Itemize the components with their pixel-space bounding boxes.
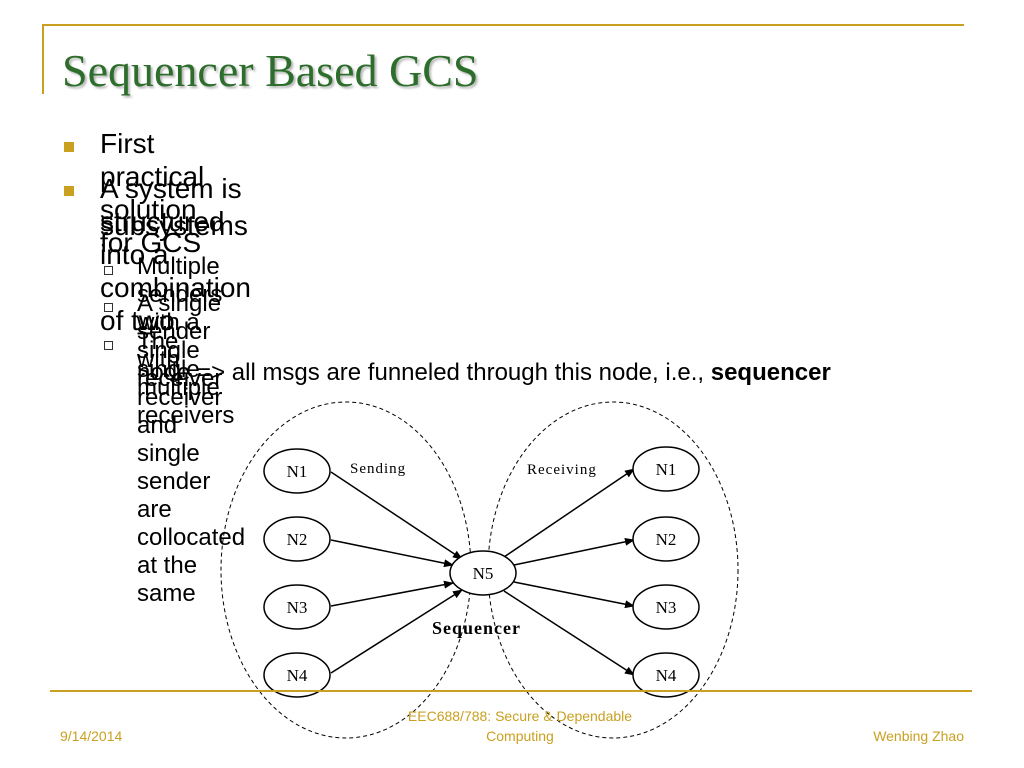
sub-bullet-2: A single sender with multiple receivers	[137, 290, 235, 429]
sender-node-n1-label: N1	[287, 462, 308, 481]
frame-left-rule	[42, 24, 44, 94]
footer-course-line-1: EEC688/788: Secure & Dependable	[407, 708, 633, 724]
bullet-2-line-2: subsystems	[100, 210, 248, 241]
footer-course-line-2: Computing	[486, 728, 554, 744]
footer-date: 9/14/2014	[60, 728, 123, 744]
receiver-node-n3: N3	[632, 584, 700, 630]
sequencer-node-label: N5	[473, 564, 494, 583]
sequencer-node-n5: N5	[449, 550, 517, 596]
edge-n5-to-r4	[503, 590, 635, 676]
edge-n5-to-r3	[513, 581, 635, 609]
sender-node-n4-label: N4	[287, 666, 308, 685]
receiving-label: Receiving	[527, 462, 597, 478]
sequencer-emphasis: sequencer	[710, 359, 831, 386]
edge-n3-to-n5	[330, 580, 454, 607]
bullet-1: First practical solution for GCS	[100, 128, 205, 258]
receiver-node-n2-label: N2	[656, 530, 677, 549]
receiver-node-n1-label: N1	[656, 460, 677, 479]
receiver-node-n3-label: N3	[656, 598, 677, 617]
sub-bullet-3-line-1: The single receiver and single sender ar…	[137, 328, 246, 607]
sender-node-n2-label: N2	[287, 530, 308, 549]
receiving-group-ellipse	[487, 401, 739, 739]
sub-bullet-marker	[104, 266, 113, 275]
sender-node-n3-label: N3	[287, 598, 308, 617]
bullet-marker	[64, 142, 74, 152]
edge-n2-to-n5	[330, 539, 454, 568]
sub-bullet-3-line-2: node => all msgs are funneled through th…	[137, 359, 831, 387]
edge-n4-to-n5	[330, 589, 463, 674]
sub-bullet-marker	[104, 341, 113, 350]
receiver-node-n2: N2	[632, 516, 700, 562]
footer-course: EEC688/788: Secure & Dependable Computin…	[340, 706, 700, 746]
receiver-node-n1: N1	[632, 446, 700, 492]
edge-n1-to-n5	[330, 471, 463, 560]
sending-label: Sending	[350, 461, 406, 477]
sending-group-ellipse	[220, 401, 472, 739]
sender-node-n1: N1	[263, 448, 331, 494]
bullet-marker	[64, 186, 74, 196]
footer-rule	[50, 690, 972, 692]
receiver-node-n4-label: N4	[656, 666, 677, 685]
slide-title: Sequencer Based GCS	[62, 45, 479, 96]
sender-node-n3: N3	[263, 584, 331, 630]
edge-n5-to-r1	[503, 468, 635, 558]
sequencer-label: Sequencer	[432, 618, 521, 638]
edge-n5-to-r2	[513, 537, 635, 566]
bullet-2-line-1: A system is structured into a combinatio…	[100, 173, 251, 336]
footer-author: Wenbing Zhao	[873, 728, 964, 744]
sender-node-n4: N4	[263, 652, 331, 698]
sub-bullet-marker	[104, 303, 113, 312]
frame-top-rule	[42, 24, 964, 26]
sender-node-n2: N2	[263, 516, 331, 562]
sub-bullet-1: Multiple senders with a single receiver	[137, 253, 223, 392]
receiver-node-n4: N4	[632, 652, 700, 698]
sub-bullet-3-text: node => all msgs are funneled through th…	[137, 359, 711, 386]
